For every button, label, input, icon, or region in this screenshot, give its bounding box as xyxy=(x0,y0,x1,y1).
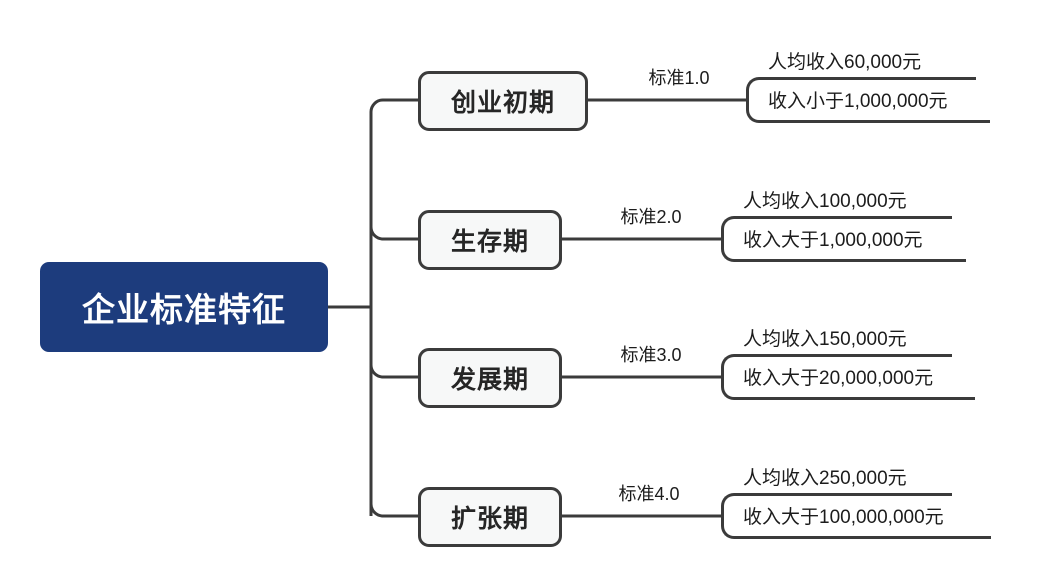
stage-node-4[interactable]: 扩张期 xyxy=(418,487,562,547)
detail-upper-1: 人均收入60,000元 xyxy=(768,52,922,73)
edge-label-1: 标准1.0 xyxy=(648,68,710,88)
stage-node-3-label: 发展期 xyxy=(450,366,529,394)
trunk-to-branch-3 xyxy=(369,364,418,379)
bracket-rule-top-1 xyxy=(759,77,976,80)
detail-group-3[interactable]: 人均收入150,000元 收入大于20,000,000元 xyxy=(721,329,975,400)
trunk-to-branch-4 xyxy=(369,503,418,518)
stage-node-1-label: 创业初期 xyxy=(450,89,555,117)
detail-lower-3: 收入大于20,000,000元 xyxy=(743,368,934,389)
detail-group-4[interactable]: 人均收入250,000元 收入大于100,000,000元 xyxy=(721,468,991,539)
trunk-to-branch-1 xyxy=(369,98,418,516)
trunk-to-branch-2 xyxy=(369,226,418,241)
bracket-rule-bottom-4 xyxy=(734,536,991,539)
detail-lower-4: 收入大于100,000,000元 xyxy=(743,507,944,528)
detail-upper-2: 人均收入100,000元 xyxy=(743,191,907,212)
detail-lower-2: 收入大于1,000,000元 xyxy=(743,230,923,251)
bracket-rule-top-3 xyxy=(734,354,952,357)
edge-label-4: 标准4.0 xyxy=(618,484,680,504)
detail-upper-3: 人均收入150,000元 xyxy=(743,329,907,350)
bracket-rule-top-4 xyxy=(734,493,952,496)
root-node[interactable]: 企业标准特征 xyxy=(40,262,328,352)
stage-node-4-label: 扩张期 xyxy=(450,505,529,533)
bracket-rule-bottom-3 xyxy=(734,397,975,400)
stage-node-2-label: 生存期 xyxy=(450,228,529,256)
bracket-rule-bottom-1 xyxy=(759,120,990,123)
root-node-label: 企业标准特征 xyxy=(82,291,286,328)
detail-group-1[interactable]: 人均收入60,000元 收入小于1,000,000元 xyxy=(746,52,990,123)
stage-node-2[interactable]: 生存期 xyxy=(418,210,562,270)
edge-label-3: 标准3.0 xyxy=(620,345,682,365)
bracket-rule-bottom-2 xyxy=(734,259,966,262)
detail-lower-1: 收入小于1,000,000元 xyxy=(768,91,948,112)
stage-node-3[interactable]: 发展期 xyxy=(418,348,562,408)
edge-label-2: 标准2.0 xyxy=(620,207,682,227)
bracket-rule-top-2 xyxy=(734,216,952,219)
detail-upper-4: 人均收入250,000元 xyxy=(743,468,907,489)
stage-node-1[interactable]: 创业初期 xyxy=(418,71,588,131)
detail-group-2[interactable]: 人均收入100,000元 收入大于1,000,000元 xyxy=(721,191,966,262)
